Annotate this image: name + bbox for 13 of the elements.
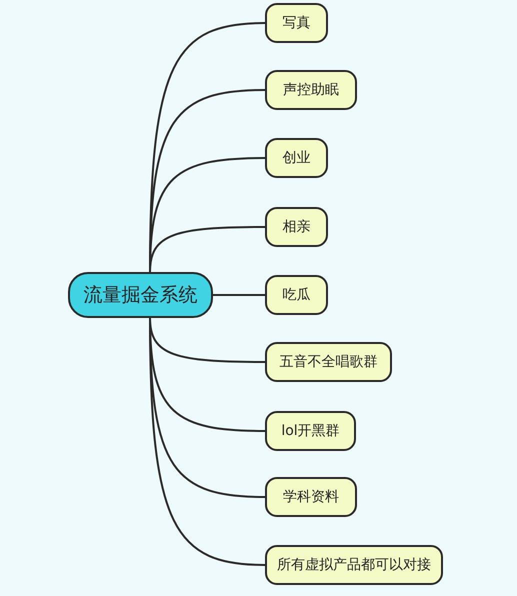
branch-line	[149, 318, 266, 566]
branch-node: 相亲	[265, 207, 328, 247]
branch-node: 学科资料	[265, 477, 357, 517]
branch-line	[149, 226, 265, 272]
branch-node: 创业	[265, 138, 328, 178]
branch-node: 吃瓜	[265, 275, 328, 315]
branch-node: 写真	[265, 3, 328, 43]
branch-line	[213, 294, 265, 296]
topic-node: 流量掘金系统	[68, 272, 213, 318]
branch-node: 声控助眠	[265, 70, 357, 110]
branch-node: 所有虚拟产品都可以对接	[265, 545, 443, 585]
branch-node: 五音不全唱歌群	[265, 342, 392, 382]
branch-node: lol开黑群	[265, 411, 356, 451]
